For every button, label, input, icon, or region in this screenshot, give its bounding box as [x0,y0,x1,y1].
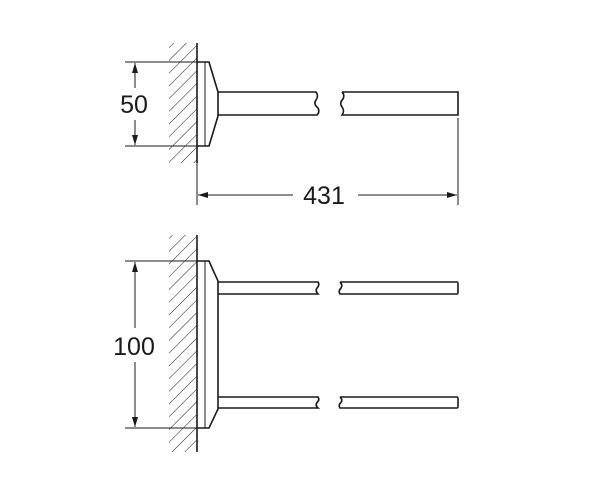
wall-hatching [169,43,197,163]
bar-segment-right [339,91,459,116]
lower-bar-left [218,396,321,409]
bar-segment-left [218,91,320,116]
bottom-view-double-bar: 100 [113,235,459,452]
wall-flange [197,260,219,429]
wall-flange [197,61,219,147]
lower-bar-right [338,396,459,409]
upper-bar-left [218,281,320,295]
upper-bar-right [338,281,459,295]
height-dimension-label: 50 [120,91,148,119]
top-view-single-bar: 50 431 [120,43,459,210]
wall-hatching [169,235,197,452]
spacing-dimension-label: 100 [113,333,155,361]
length-dimension-label: 431 [303,182,345,210]
